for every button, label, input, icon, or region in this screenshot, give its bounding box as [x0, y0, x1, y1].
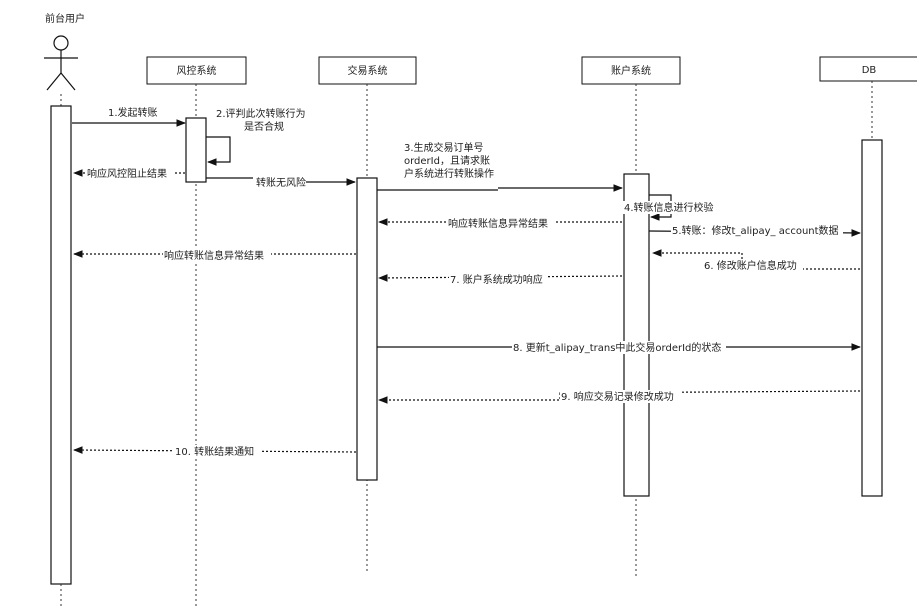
message-label: 户系统进行转账操作 — [404, 167, 494, 180]
message-5: 3.生成交易订单号 orderId，且请求账 户系统进行转账操作 — [377, 141, 623, 192]
participant-account: 账户系统 — [581, 56, 681, 578]
message-label: 1.发起转账 — [108, 106, 158, 119]
message-label: 响应风控阻止结果 — [87, 167, 167, 180]
message-14: 10. 转账结果通知 — [73, 445, 357, 458]
activation-risk — [185, 117, 207, 183]
message-1: 1.发起转账 — [72, 106, 186, 127]
stick-figure-icon — [44, 35, 78, 91]
participant-db: DB — [819, 56, 917, 497]
message-10: 6. 修改账户信息成功 — [652, 249, 860, 272]
message-label: 6. 修改账户信息成功 — [704, 259, 797, 272]
message-label: 2.评判此次转账行为 — [216, 107, 306, 120]
message-label: 9. 响应交易记录修改成功 — [561, 390, 674, 403]
message-label: 3.生成交易订单号 — [404, 141, 484, 154]
participant-label-trade: 交易系统 — [348, 64, 388, 77]
participant-label-risk: 风控系统 — [177, 64, 217, 77]
participant-trade: 交易系统 — [318, 56, 417, 572]
activation-trade — [356, 177, 378, 481]
activation-account — [623, 173, 650, 497]
message-2: 2.评判此次转账行为 是否合规 — [206, 107, 306, 166]
message-3: 响应风控阻止结果 — [73, 166, 185, 180]
actor-front-user: 前台用户 — [44, 12, 85, 606]
message-label: 是否合规 — [244, 120, 284, 133]
message-label: 10. 转账结果通知 — [175, 445, 254, 458]
message-13: 9. 响应交易记录修改成功 — [378, 390, 861, 404]
message-9: 响应转账信息异常结果 — [73, 248, 356, 262]
message-12: 8. 更新t_alipay_trans中此交易orderId的状态 — [377, 341, 861, 354]
message-label: 响应转账信息异常结果 — [164, 249, 264, 262]
actor-label: 前台用户 — [45, 12, 85, 25]
participant-box-db — [819, 56, 917, 82]
message-6: 4.转账信息进行校验 — [622, 194, 718, 221]
activation-actor — [50, 105, 72, 585]
message-7: 响应转账信息异常结果 — [378, 216, 622, 230]
participant-label-db: DB — [862, 65, 877, 76]
message-label: 响应转账信息异常结果 — [448, 217, 548, 230]
message-label: 4.转账信息进行校验 — [624, 201, 714, 214]
message-label: 5.转账：修改t_alipay_ account数据 — [672, 224, 839, 237]
message-11: 7. 账户系统成功响应 — [378, 272, 623, 286]
activation-db — [861, 139, 883, 497]
participant-box-risk — [146, 56, 247, 85]
message-label: 7. 账户系统成功响应 — [450, 273, 543, 286]
participant-label-account: 账户系统 — [611, 64, 651, 77]
message-4: 转账无风险 — [206, 176, 356, 189]
message-label: 8. 更新t_alipay_trans中此交易orderId的状态 — [513, 341, 721, 354]
participant-box-account — [581, 56, 681, 85]
participant-risk: 风控系统 — [146, 56, 247, 606]
message-label: orderId，且请求账 — [404, 154, 490, 167]
message-8: 5.转账：修改t_alipay_ account数据 — [648, 224, 861, 237]
message-label: 转账无风险 — [256, 176, 306, 189]
